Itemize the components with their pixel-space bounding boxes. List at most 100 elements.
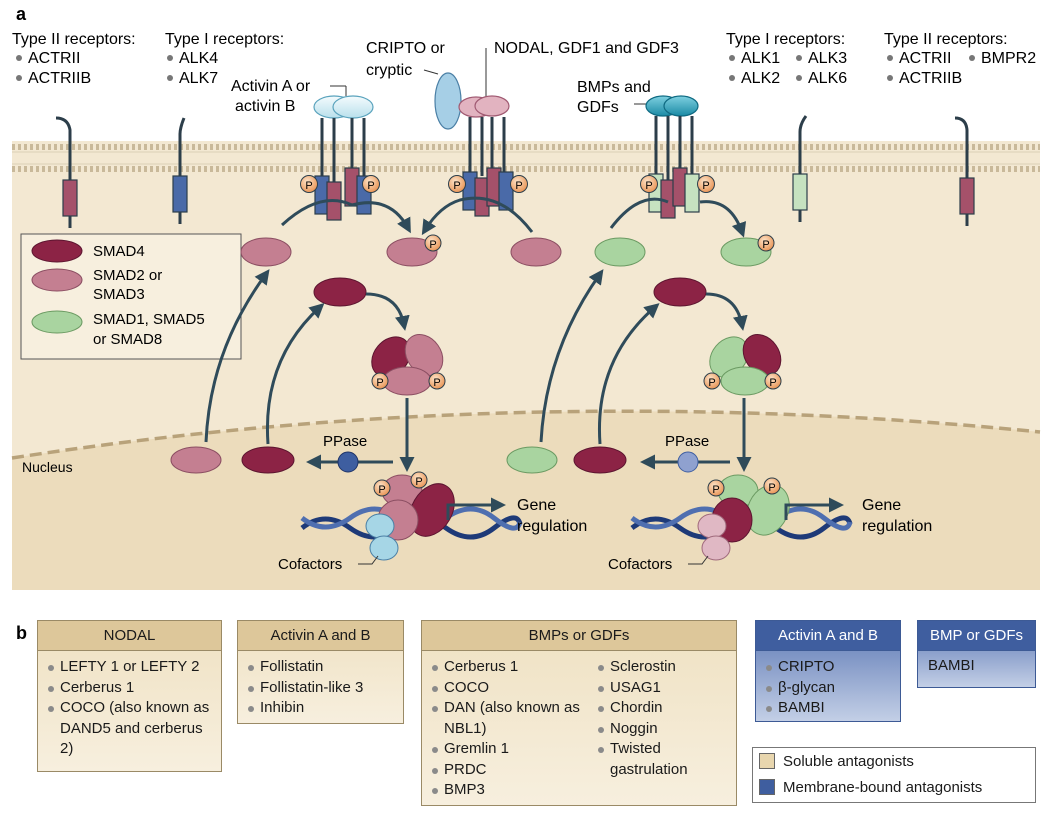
phospho-badge: [300, 175, 318, 193]
export-arrow: [204, 269, 270, 443]
bmp-soluble-antagonists-box: BMPs or GDFs Cerberus 1 COCO DAN (also k…: [421, 620, 737, 806]
phospho-badge: [640, 175, 658, 193]
left-type2-title: Type II receptors:: [12, 31, 136, 48]
gene-regulation-arrow: [784, 497, 844, 520]
nodal-box-title: NODAL: [38, 621, 221, 651]
bmp-membrane-antagonists-box: BMP or GDFs BAMBI: [917, 620, 1036, 688]
antagonist-item: COCO: [432, 678, 592, 699]
legend-smad23-line1: SMAD2 or: [93, 267, 162, 284]
phospho-badge: [764, 372, 782, 390]
lone-type2-receptor-right: [954, 116, 975, 226]
svg-text:P: P: [433, 377, 440, 389]
curved-arrow: [705, 292, 748, 331]
legend-membrane-label: Membrane-bound antagonists: [783, 778, 983, 796]
smad23-unphosphorylated: [240, 237, 292, 267]
activin-box-title: Activin A and B: [238, 621, 403, 651]
activin-ligand-label-2: activin B: [235, 98, 295, 115]
cripto-label-2: cryptic: [366, 62, 412, 79]
svg-text:P: P: [769, 377, 776, 389]
svg-text:P: P: [768, 482, 775, 494]
smad4-legend-swatch: [31, 239, 83, 263]
bmp-ligand-label-2: GDFs: [577, 99, 619, 116]
antagonist-item: BAMBI: [928, 657, 975, 674]
ppase-enzyme: [677, 451, 699, 473]
antagonist-item: β-glycan: [766, 678, 890, 699]
antagonist-item: Twisted gastrulation: [598, 739, 726, 780]
curved-arrow: [351, 201, 411, 234]
ppase-label: PPase: [323, 433, 367, 450]
smad4: [653, 277, 707, 307]
right-smad-pathway: P P P PPase P P: [506, 197, 932, 573]
legend-smad23-line2: SMAD3: [93, 286, 145, 303]
antagonist-legend: Soluble antagonists Membrane-bound antag…: [752, 747, 1036, 803]
legend-smad158-line2: or SMAD8: [93, 331, 162, 348]
smad-trimer-left: P P: [371, 334, 446, 396]
svg-text:P: P: [762, 239, 769, 251]
curved-arrow: [421, 196, 534, 236]
right-type2-title: Type II receptors:: [884, 31, 1008, 48]
bmp-membrane-box-title: BMP or GDFs: [918, 621, 1035, 651]
svg-text:P: P: [712, 484, 719, 496]
soluble-swatch: [759, 753, 775, 769]
legend-row-membrane: Membrane-bound antagonists: [753, 774, 1035, 800]
smad4: [573, 446, 627, 474]
antagonist-item: Chordin: [598, 698, 726, 719]
antagonist-item: Follistatin: [248, 657, 393, 678]
antagonist-item: Cerberus 1: [432, 657, 592, 678]
curved-arrow: [280, 199, 353, 227]
legend-smad158-line1: SMAD1, SMAD5: [93, 311, 205, 328]
antagonist-item: Inhibin: [248, 698, 393, 719]
svg-text:P: P: [708, 377, 715, 389]
right-type2-item: BMPR2: [981, 50, 1036, 67]
cofactor: [365, 513, 395, 539]
nodal-ligand-label: NODAL, GDF1 and GDF3: [494, 40, 679, 57]
smad23-unphosphorylated: [510, 237, 562, 267]
cofactor: [697, 513, 727, 539]
bullet-icon: [16, 75, 22, 81]
cripto-coreceptor: [434, 72, 462, 130]
gene-regulation-arrow: [446, 497, 506, 520]
cell-membrane: [12, 141, 1040, 172]
activin-ligand: [332, 95, 374, 119]
bullet-icon: [167, 75, 173, 81]
phospho-badge: [510, 175, 528, 193]
svg-text:P: P: [429, 239, 436, 251]
right-type1-item: ALK1: [741, 50, 780, 67]
svg-text:P: P: [702, 180, 709, 192]
svg-text:P: P: [378, 484, 385, 496]
svg-text:P: P: [367, 180, 374, 192]
smad23-legend-swatch: [31, 268, 83, 292]
phospho-badge: [697, 175, 715, 193]
phospho-badge: [371, 372, 389, 390]
bmp-ligand-label-1: BMPs and: [577, 79, 651, 96]
phospho-badge: [757, 234, 775, 252]
bmp-ligand: [663, 95, 699, 117]
nodal-antagonists-box: NODAL LEFTY 1 or LEFTY 2 Cerberus 1 COCO…: [37, 620, 222, 772]
cofactor: [701, 535, 731, 561]
antagonist-item: CRIPTO: [766, 657, 890, 678]
antagonist-item: BMP3: [432, 780, 592, 801]
bullet-icon: [796, 55, 802, 61]
right-type1-item: ALK3: [808, 50, 847, 67]
activin-ligand-label-1: Activin A or: [231, 78, 311, 95]
left-smad-pathway: P P P PPase: [170, 196, 587, 573]
antagonist-item: DAN (also known as NBL1): [432, 698, 592, 739]
bmp-receptor-complex: P P: [640, 116, 715, 219]
antagonist-item: COCO (also known as DAND5 and cerberus 2…: [48, 698, 211, 760]
cofactors-label: Cofactors: [608, 556, 672, 573]
export-arrow: [265, 302, 325, 445]
curved-arrow: [609, 197, 669, 229]
cofactors-label: Cofactors: [278, 556, 342, 573]
membrane-swatch: [759, 779, 775, 795]
right-type2-item: ACTRIIB: [899, 70, 962, 87]
export-arrow: [539, 269, 604, 443]
smad-legend: SMAD4 SMAD2 or SMAD3 SMAD1, SMAD5 or SMA…: [20, 233, 242, 360]
smad158-unphosphorylated: [594, 237, 646, 267]
right-type1-item: ALK2: [741, 70, 780, 87]
gene-regulation-label-1: Gene: [517, 497, 556, 514]
panel-a-label: a: [16, 4, 27, 24]
smad23-phosphorylated: [386, 237, 438, 267]
legend-row-soluble: Soluble antagonists: [753, 748, 1035, 774]
